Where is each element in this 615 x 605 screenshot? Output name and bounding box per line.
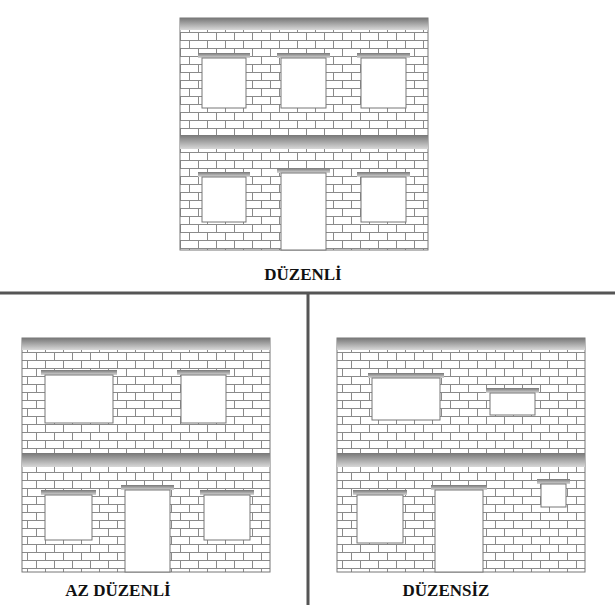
less-regular-facade xyxy=(22,338,270,572)
caption-label: DÜZENSİZ xyxy=(403,582,490,601)
caption-label: AZ DÜZENLİ xyxy=(65,582,170,601)
irregular-facade xyxy=(337,338,585,572)
panel-divider xyxy=(307,293,310,605)
regular-facade xyxy=(180,18,428,250)
caption-label: DÜZENLİ xyxy=(264,266,341,285)
